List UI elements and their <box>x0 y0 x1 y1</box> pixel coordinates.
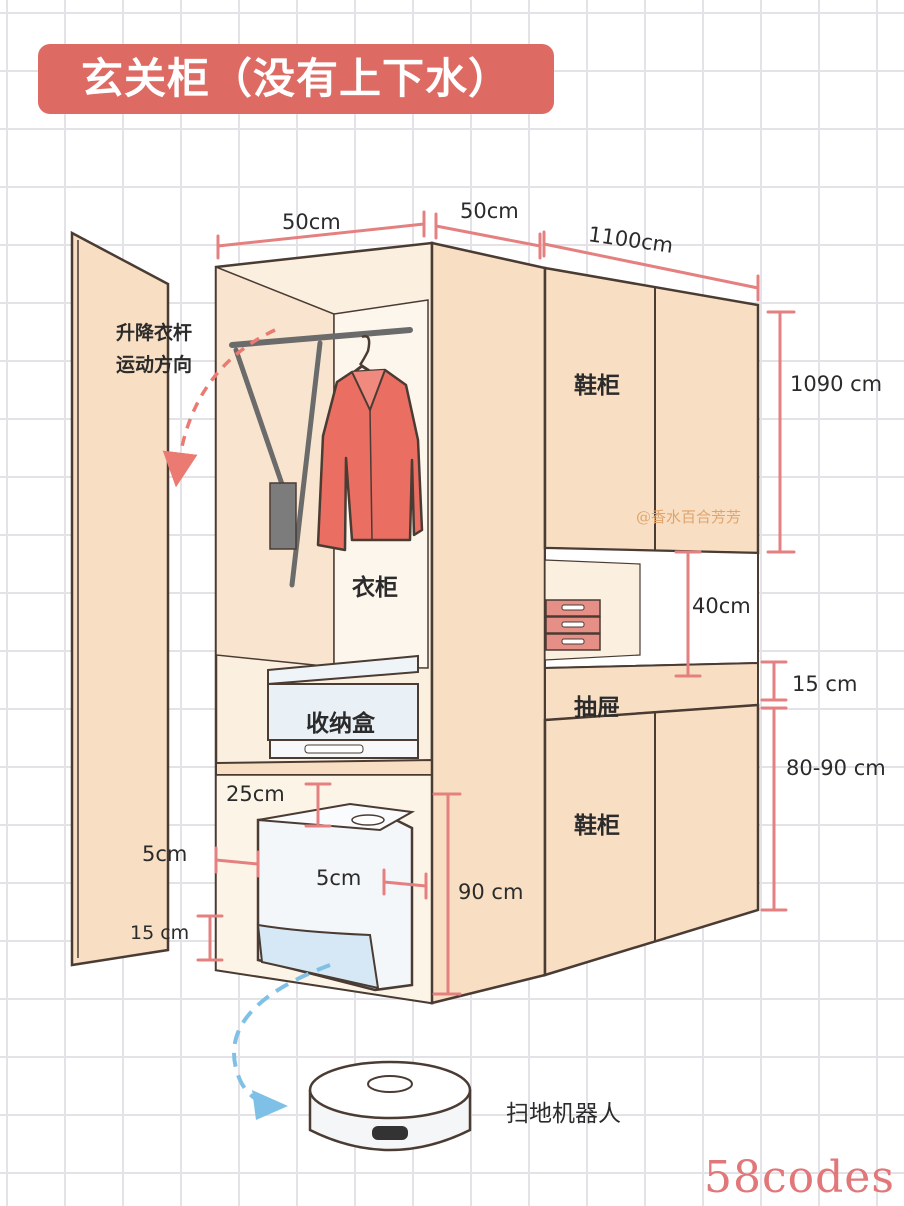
open-door <box>70 230 170 967</box>
robot-vacuum-icon <box>308 1060 472 1152</box>
label-shoe-cabinet-top: 鞋柜 <box>574 373 620 399</box>
drawer-box-icon <box>545 599 601 651</box>
dim-robot-left-gap: 5cm <box>142 842 188 866</box>
robot-station-icon <box>256 802 416 992</box>
dim-robot-right-gap: 5cm <box>316 866 362 890</box>
label-storage-box: 收纳盒 <box>306 711 375 737</box>
storage-box-icon <box>267 654 419 759</box>
jacket-icon <box>316 368 424 552</box>
dim-cabinet-depth: 50cm <box>460 199 519 223</box>
dim-robot-bay-height: 90 cm <box>458 880 524 904</box>
dim-open-shelf: 40cm <box>692 594 751 618</box>
dimension-lines <box>196 210 796 996</box>
title-banner: 玄关柜（没有上下水） <box>38 44 554 114</box>
dim-drawer-height: 15 cm <box>792 672 858 696</box>
brand-logo: 58codes <box>704 1152 895 1203</box>
dim-bottom-gap: 15 cm <box>130 922 190 944</box>
robot-arrowhead-icon <box>252 1090 288 1120</box>
label-wardrobe: 衣柜 <box>352 575 398 601</box>
dim-bottom-height: 80-90 cm <box>786 756 886 780</box>
watermark: @香水百合芳芳 <box>636 508 742 526</box>
label-drawer: 抽屉 <box>574 695 620 721</box>
label-robot: 扫地机器人 <box>506 1101 621 1127</box>
label-shoe-cabinet-bottom: 鞋柜 <box>574 813 620 839</box>
dim-top-height: 1090 cm <box>790 372 883 396</box>
lift-arrow-icon <box>162 328 276 488</box>
label-lift-rod-line2: 运动方向 <box>116 354 193 376</box>
dim-robot-top-gap: 25cm <box>226 782 285 806</box>
dim-wardrobe-width: 50cm <box>282 210 341 234</box>
lift-rod-icon <box>229 327 413 588</box>
label-lift-rod-line1: 升降衣杆 <box>116 322 193 344</box>
